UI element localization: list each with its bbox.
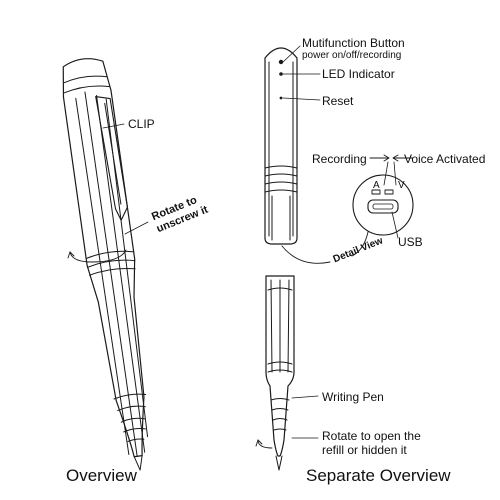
multifunction-button-label: Mutifunction Button — [302, 36, 405, 50]
rotate-refill-label: Rotate to open the refill or hidden it — [322, 429, 421, 458]
rotate-refill-line-1: Rotate to open the — [322, 429, 421, 443]
multifunction-button-sublabel: power on/off/recording — [302, 50, 402, 61]
usb-label: USB — [398, 235, 423, 249]
switch-a-label: A — [373, 180, 380, 191]
rotate-pointer — [124, 221, 149, 235]
rotate-arrow-right — [257, 439, 273, 449]
switch-v-label: V — [398, 180, 405, 191]
writing-pen-label: Writing Pen — [322, 390, 384, 404]
clip-label: CLIP — [128, 117, 155, 131]
detail-view-circle — [352, 174, 414, 236]
separate-overview-caption: Separate Overview — [306, 466, 451, 485]
rotate-refill-line-2: refill or hidden it — [322, 442, 407, 457]
voice-activated-label: Voice Activated — [404, 152, 486, 166]
assembled-pen — [62, 58, 149, 471]
overview-caption: Overview — [66, 466, 137, 485]
writing-section — [265, 275, 295, 471]
rotate-arrow-left — [69, 249, 127, 263]
cap-section — [264, 47, 298, 245]
reset-label: Reset — [322, 94, 354, 108]
recording-label: Recording — [312, 152, 367, 166]
led-indicator-label: LED Indicator — [322, 67, 395, 81]
clip-pointer — [102, 123, 125, 129]
